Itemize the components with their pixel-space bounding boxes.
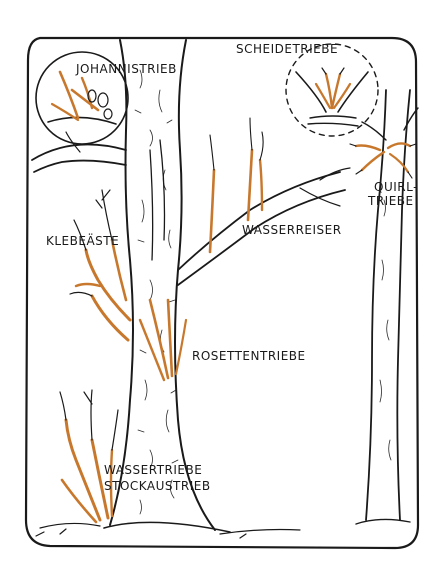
label-wassertriebe: WASSERTRIEBE — [104, 464, 202, 477]
label-rosettentriebe: ROSETTENTRIEBE — [192, 350, 306, 363]
label-wasserreiser: WASSERREISER — [242, 224, 342, 237]
left-upper-branch — [32, 132, 126, 172]
ground-line — [36, 523, 300, 538]
label-scheidetriebe: SCHEIDETRIEBE — [236, 43, 338, 56]
scheidetriebe-inset — [286, 44, 378, 136]
right-branch-wasserreiser — [178, 118, 350, 285]
right-tree-trunk — [356, 90, 418, 524]
label-quirltriebe-line1: QUIRL- — [374, 181, 418, 194]
stockaustrieb-shoots — [60, 390, 118, 522]
label-quirltriebe-line2: TRIEBE — [368, 195, 414, 208]
label-stockaustrieb: STOCKAUSTRIEB — [104, 480, 211, 493]
label-klebeaeste: KLEBEÄSTE — [46, 235, 119, 248]
klebeaeste-shoots — [70, 190, 130, 340]
label-johannistrieb: JOHANNISTRIEB — [76, 63, 177, 76]
